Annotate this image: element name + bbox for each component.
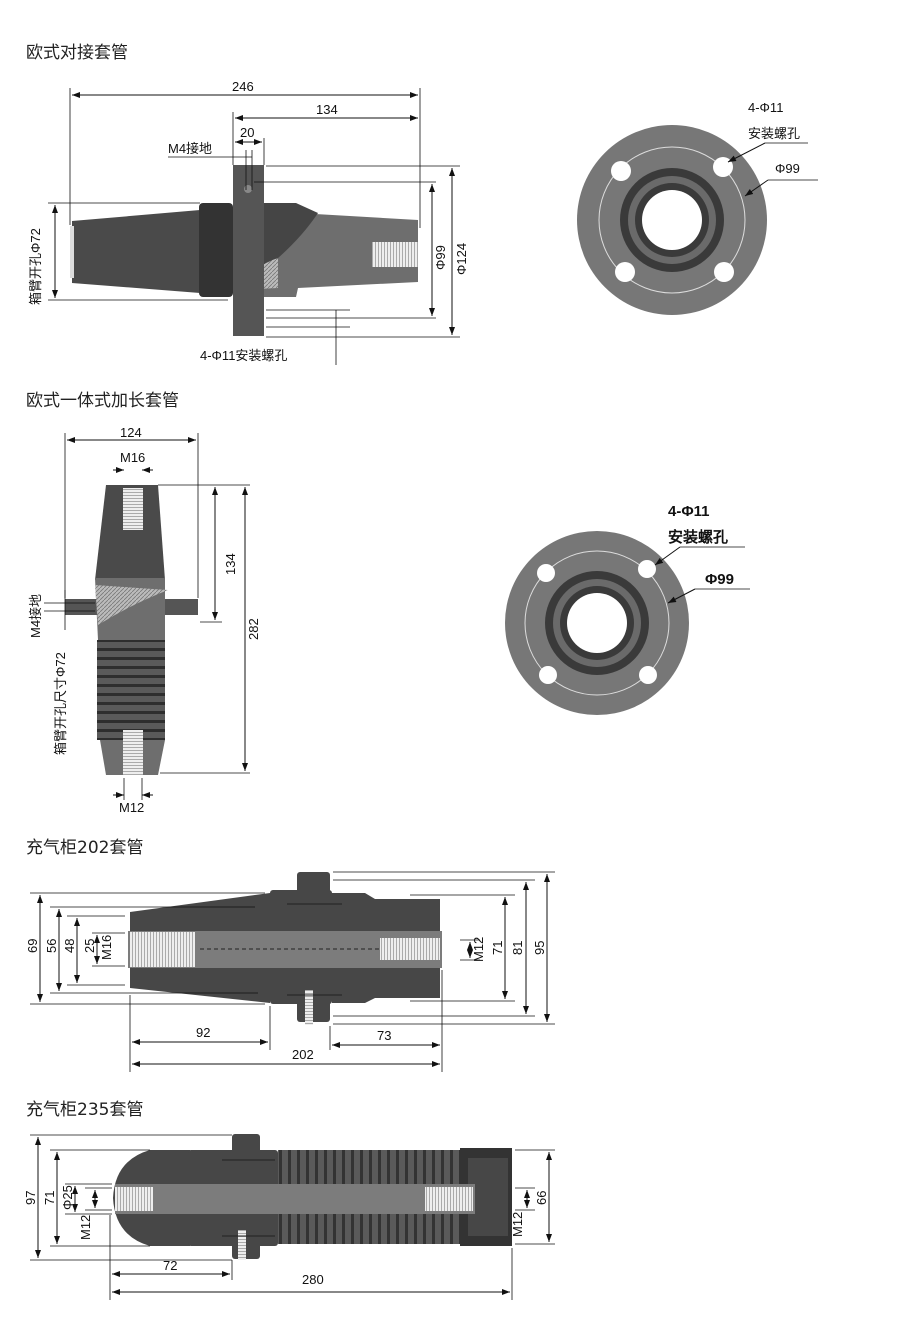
dim-m16: M16 xyxy=(120,450,145,465)
dim-134: 134 xyxy=(316,102,338,117)
dim-69: 69 xyxy=(25,939,40,953)
dim-71-4: 71 xyxy=(42,1191,57,1205)
holes-desc-2: 安装螺孔 xyxy=(668,528,728,546)
dim-97: 97 xyxy=(23,1191,38,1205)
tank-hole-label-2: 箱臂开孔尺寸Φ72 xyxy=(53,652,68,755)
dimensions-3: 69 56 48 25 M16 M12 71 81 95 92 73 202 xyxy=(25,871,555,1072)
dimensions-1: 246 134 20 M4接地 箱臂开孔Φ72 Φ99 Φ124 4-Φ11安装… xyxy=(28,79,469,365)
dim-m16-3: M16 xyxy=(99,935,114,960)
bushing-235-view xyxy=(113,1134,512,1260)
dimensions-4: 97 71 Φ25 M12 M12 66 72 280 xyxy=(23,1134,555,1300)
flange-front-view-1: 4-Φ11 安装螺孔 Φ99 xyxy=(577,100,818,315)
bushing-side-view-2 xyxy=(65,485,198,775)
dim-202: 202 xyxy=(292,1047,314,1062)
dim-phi99: Φ99 xyxy=(433,245,448,270)
flange-front-view-2: 4-Φ11 安装螺孔 Φ99 xyxy=(505,503,750,715)
dim-124: 124 xyxy=(120,425,142,440)
bushing-side-view-1 xyxy=(70,165,418,336)
holes-desc: 安装螺孔 xyxy=(748,126,800,141)
ground-label-2: M4接地 xyxy=(28,594,43,638)
dim-73: 73 xyxy=(377,1028,391,1043)
dim-phi124: Φ124 xyxy=(454,243,469,275)
dim-20: 20 xyxy=(240,125,254,140)
dim-phi25: Φ25 xyxy=(60,1185,75,1210)
dim-48: 48 xyxy=(62,939,77,953)
dimensions-2: 124 M16 134 282 M4接地 箱臂开孔尺寸Φ72 M12 xyxy=(28,425,261,815)
dim-92: 92 xyxy=(196,1025,210,1040)
section-title-3: 充气柜202套管 xyxy=(26,838,144,858)
dim-25: 25 xyxy=(82,939,97,953)
dim-m12-left: M12 xyxy=(78,1215,93,1240)
dim-280: 280 xyxy=(302,1272,324,1287)
bolt-circle-label-2: Φ99 xyxy=(705,571,734,588)
holes-label-2: 4-Φ11 xyxy=(668,503,710,520)
mounting-holes-label: 4-Φ11安装螺孔 xyxy=(200,348,287,363)
dim-m12-2: M12 xyxy=(119,800,144,815)
dim-tank-hole: 箱臂开孔Φ72 xyxy=(28,228,43,305)
dim-m12-3: M12 xyxy=(471,937,486,962)
dim-134-v: 134 xyxy=(223,553,238,575)
bolt-circle-label: Φ99 xyxy=(775,161,800,176)
dim-m12-right: M12 xyxy=(510,1212,525,1237)
section-title-1: 欧式对接套管 xyxy=(26,43,128,63)
dim-56: 56 xyxy=(44,939,59,953)
dim-282: 282 xyxy=(246,618,261,640)
dim-72: 72 xyxy=(163,1258,177,1273)
ground-label: M4接地 xyxy=(168,141,212,156)
dim-246: 246 xyxy=(232,79,254,94)
dim-95: 95 xyxy=(532,941,547,955)
section-title-2: 欧式一体式加长套管 xyxy=(26,391,179,411)
dim-81: 81 xyxy=(510,941,525,955)
bushing-202-view xyxy=(128,872,442,1025)
section-title-4: 充气柜235套管 xyxy=(26,1100,144,1120)
holes-label: 4-Φ11 xyxy=(748,100,783,115)
dim-66: 66 xyxy=(534,1191,549,1205)
dim-71: 71 xyxy=(490,941,505,955)
